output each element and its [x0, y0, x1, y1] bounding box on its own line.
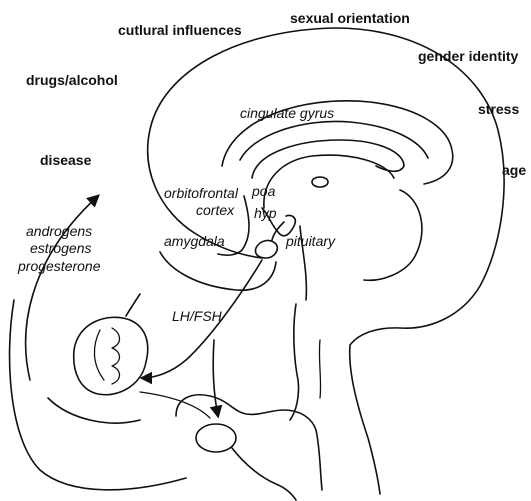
label-poa: poa [251, 183, 276, 199]
lh-fsh-arrow-to-testis [213, 340, 218, 416]
label-age: age [502, 162, 526, 178]
label-estrogens: estrogens [30, 240, 91, 256]
pituitary-gland [255, 241, 277, 258]
label-disease: disease [40, 152, 92, 168]
label-stress: stress [478, 101, 519, 117]
thalamus-curve [264, 155, 394, 208]
label-progesterone: progesterone [17, 258, 101, 274]
ovary-folds [112, 328, 120, 384]
label-hyp: hyp [254, 205, 277, 221]
ovary-inner-curve [94, 330, 104, 380]
label-pituitary: pituitary [285, 233, 336, 249]
spinal-outline-right [319, 340, 320, 398]
spinal-outline-left [290, 304, 299, 420]
label-gender-identity: gender identity [418, 48, 519, 64]
label-lh-fsh: LH/FSH [172, 308, 223, 324]
mammillary-body [312, 177, 328, 187]
scrotal-curve [232, 448, 296, 500]
brain-outer-outline [152, 28, 504, 494]
corpus-callosum-curve [252, 140, 404, 178]
fallopian-tube [126, 294, 140, 316]
feedback-arrow-ovary-to-brain [48, 398, 140, 423]
ovary-outline [74, 317, 148, 394]
label-orbitofrontal: orbitofrontal [164, 185, 239, 201]
label-drugs-alcohol: drugs/alcohol [26, 72, 118, 88]
label-cultural-influences: cutlural influences [118, 22, 242, 38]
label-cortex: cortex [196, 202, 235, 218]
cerebellum-curve [364, 190, 422, 280]
label-cingulate-gyrus: cingulate gyrus [240, 105, 334, 121]
label-sexual-orientation: sexual orientation [290, 10, 410, 26]
label-amygdala: amygdala [164, 233, 225, 249]
testis-outline [196, 424, 236, 452]
gonad-return-line [140, 392, 210, 418]
label-androgens: androgens [26, 223, 92, 239]
